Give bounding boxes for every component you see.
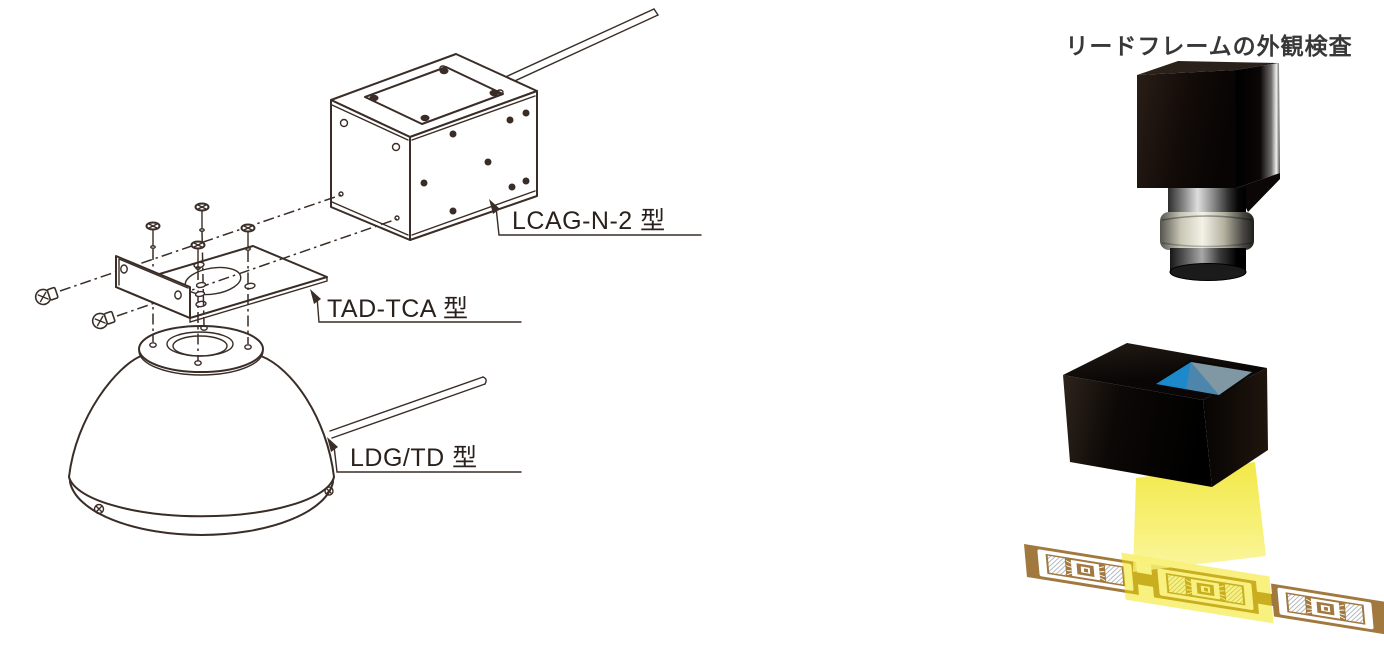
- callout-lcag: LCAG-N-2 型: [489, 199, 702, 236]
- flathead-screw: [240, 223, 256, 251]
- assembly-diagram: LCAG-N-2 型 TAD-TCA 型 LDG/TD 型: [34, 8, 702, 536]
- camera-lens: [1160, 188, 1254, 281]
- callout-arrow-icon: [310, 289, 321, 304]
- beam-footprint: [1121, 552, 1274, 624]
- callout-arrow-icon: [489, 199, 500, 214]
- box-cable-drawing: [500, 8, 659, 86]
- beam-splitter-window: [1151, 359, 1257, 398]
- dome-cable-drawing: [329, 376, 487, 439]
- panhead-screw: [91, 310, 116, 330]
- washers: [194, 281, 207, 298]
- dome-rim-screw: [93, 503, 105, 515]
- lcag-box-drawing: [330, 53, 538, 241]
- label-ldg: LDG/TD 型: [350, 444, 478, 472]
- light-beam: [1133, 462, 1266, 572]
- flathead-screw: [145, 221, 161, 249]
- lead-frame-unit: [1277, 587, 1374, 630]
- dome-light-illustration: [1063, 343, 1268, 487]
- collar-holes: [149, 325, 252, 366]
- flathead-screw: [190, 240, 206, 270]
- application-title: リードフレームの外観検査: [1065, 33, 1353, 59]
- label-tad: TAD-TCA 型: [327, 295, 469, 323]
- application-illustration: [1024, 61, 1384, 635]
- tad-bracket-flange-drawing: [115, 255, 191, 319]
- lead-frame-strip: [1024, 544, 1384, 635]
- callout-ldg: LDG/TD 型: [327, 437, 522, 473]
- flathead-screw: [194, 202, 210, 232]
- label-lcag: LCAG-N-2 型: [512, 207, 666, 235]
- panhead-screw: [34, 286, 59, 306]
- callout-tad: TAD-TCA 型: [310, 289, 522, 323]
- dome-rim-screw: [324, 486, 334, 496]
- camera-illustration: [1137, 61, 1280, 281]
- ldg-dome-drawing: [68, 325, 487, 536]
- callout-arrow-icon: [327, 437, 338, 452]
